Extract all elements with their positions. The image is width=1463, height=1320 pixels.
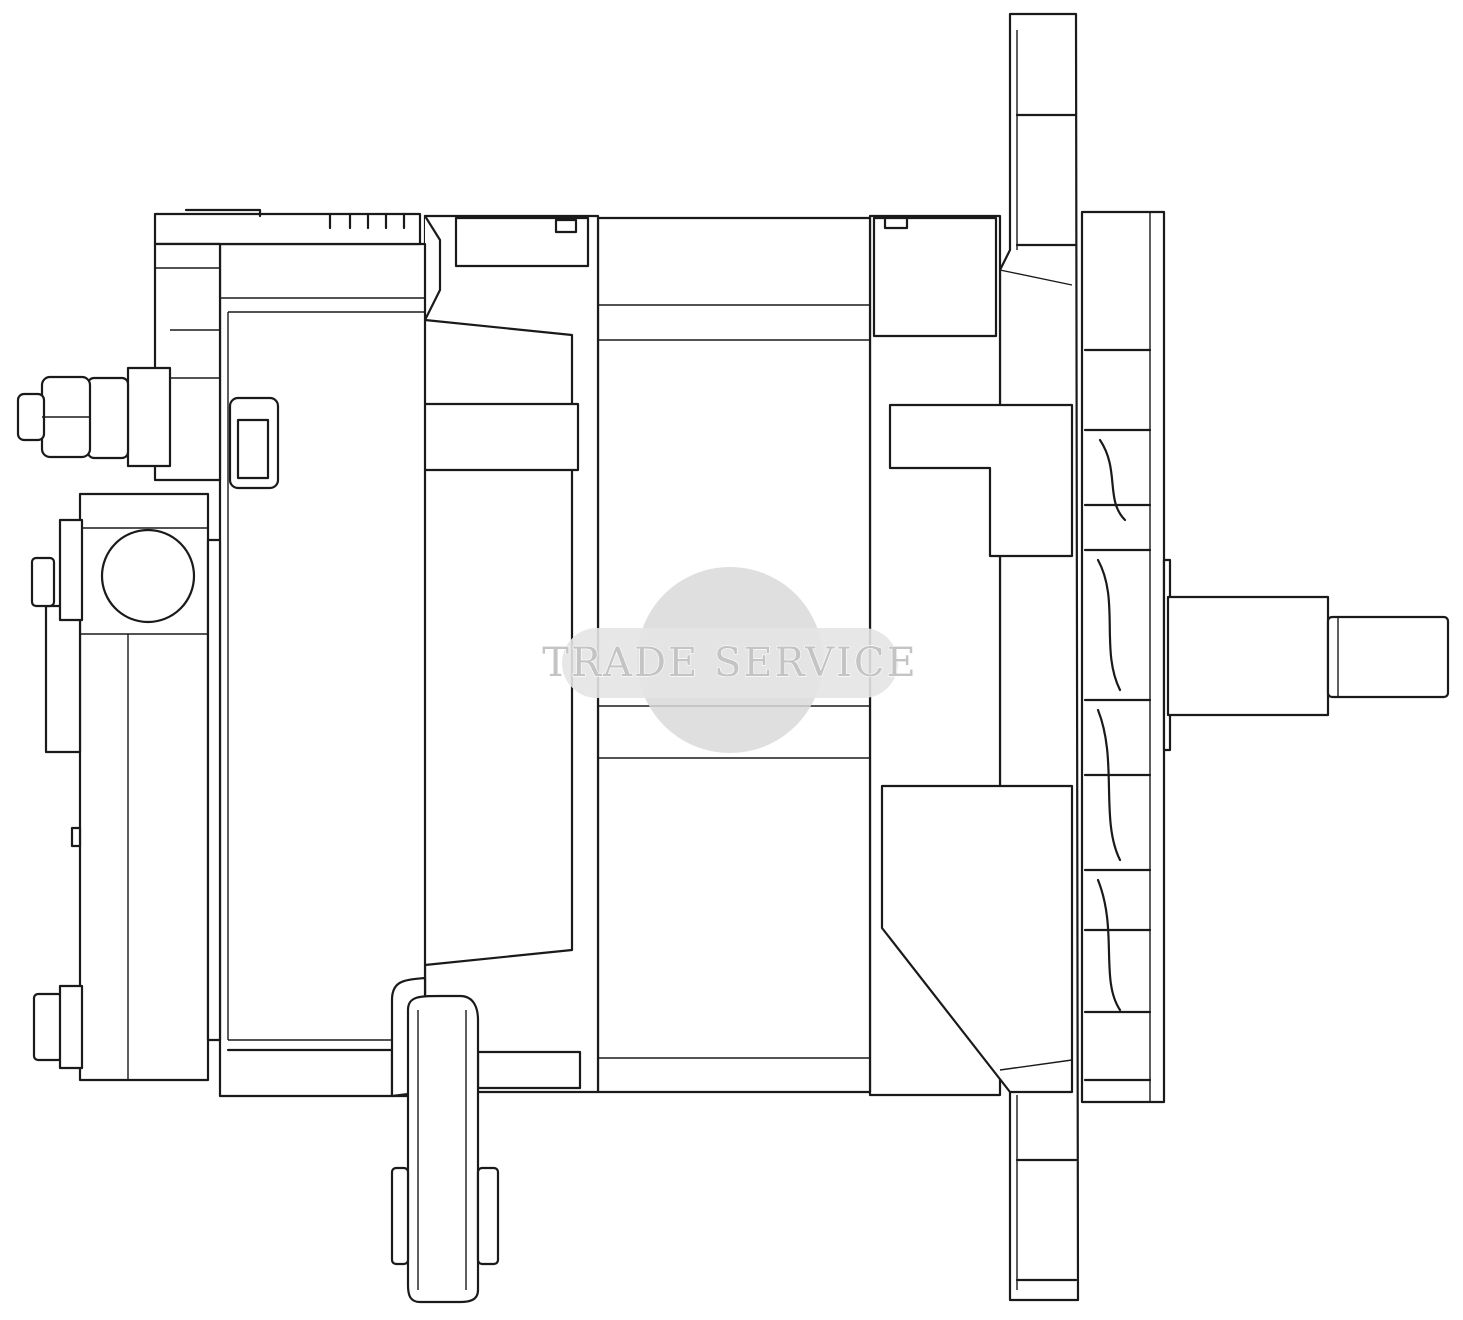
top-terminal-strip — [153, 208, 422, 482]
watermark-band — [562, 628, 898, 698]
output-terminal — [16, 366, 280, 490]
lower-mounting-ear — [390, 976, 500, 1304]
fan-assembly — [1080, 210, 1166, 1104]
drive-shaft — [1162, 558, 1450, 752]
watermark-text: TRADE SERVICE — [542, 640, 917, 686]
trade-service-watermark: TRADE SERVICE — [542, 567, 917, 753]
front-mounting-flange — [998, 12, 1080, 1302]
rear-housing — [276, 214, 600, 1094]
regulator-module — [30, 492, 222, 1082]
rear-end-frame — [218, 242, 427, 1098]
front-housing — [868, 214, 1074, 1097]
